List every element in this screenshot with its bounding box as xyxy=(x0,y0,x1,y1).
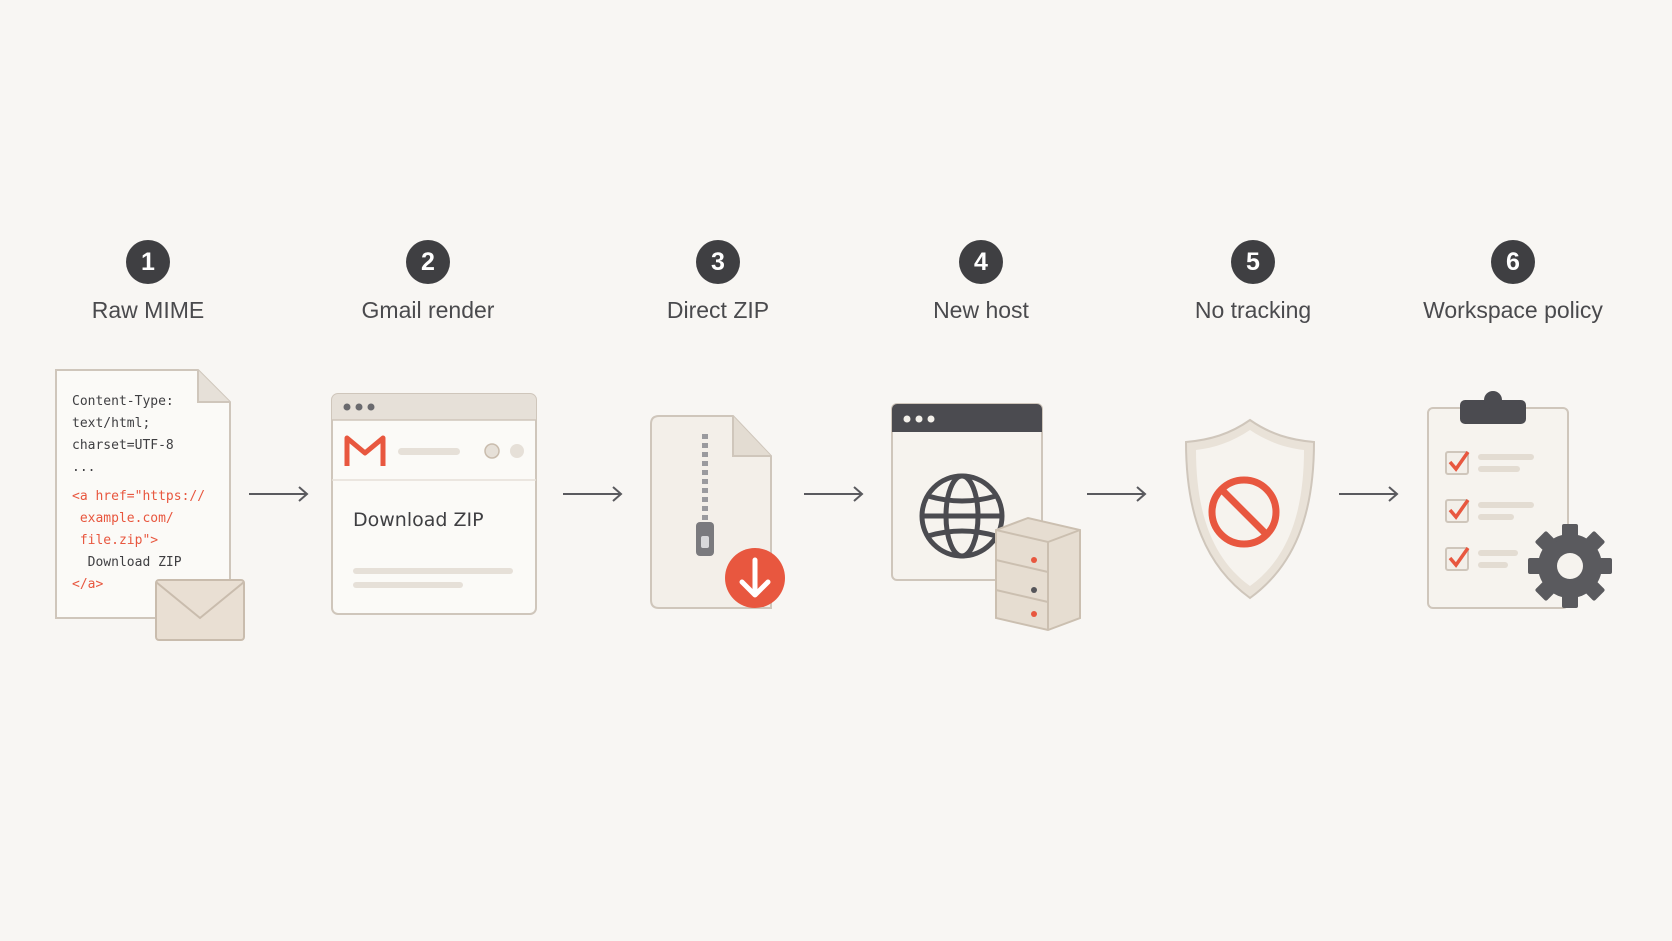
document-icon xyxy=(55,369,231,619)
step-label: Direct ZIP xyxy=(666,297,770,323)
step-number-badge: 2 xyxy=(406,240,450,284)
flow-arrow xyxy=(801,483,867,505)
download-icon xyxy=(725,548,785,608)
prohibited-icon xyxy=(1208,476,1280,548)
step-label: New host xyxy=(933,297,1029,323)
step-number-badge: 1 xyxy=(126,240,170,284)
flow-arrow xyxy=(1084,483,1150,505)
step-6: 6 Workspace policy xyxy=(1383,240,1643,324)
shield-icon xyxy=(1184,418,1316,600)
mime-line: charset=UTF-8 xyxy=(72,438,174,453)
step-number-badge: 6 xyxy=(1491,240,1535,284)
mime-line: text/html; xyxy=(72,416,150,431)
mime-code-line: file.zip"> xyxy=(72,533,158,548)
flow-arrow xyxy=(1336,483,1402,505)
browser-window-icon xyxy=(331,393,537,615)
address-bar-placeholder xyxy=(398,448,460,455)
mime-code-line: </a> xyxy=(72,577,103,592)
step-number-badge: 3 xyxy=(696,240,740,284)
step-1: 1 Raw MIME xyxy=(18,240,278,324)
new-host-illustration xyxy=(891,403,1081,632)
checkbox-icon xyxy=(1445,498,1470,523)
step-label: Gmail render xyxy=(361,297,495,323)
checkbox-icon xyxy=(1445,546,1470,571)
mime-code-line: example.com/ xyxy=(72,511,174,526)
direct-zip-illustration xyxy=(650,415,785,609)
no-tracking-illustration xyxy=(1184,418,1316,600)
flow-arrow xyxy=(560,483,626,505)
step-number-badge: 4 xyxy=(959,240,1003,284)
download-zip-link[interactable]: Download ZIP xyxy=(353,509,484,531)
step-3: 3 Direct ZIP xyxy=(588,240,848,324)
mime-code-line: <a href="https:// xyxy=(72,489,205,504)
placeholder-line xyxy=(353,582,463,588)
step-5: 5 No tracking xyxy=(1123,240,1383,324)
globe-icon xyxy=(919,473,1005,559)
step-number-badge: 5 xyxy=(1231,240,1275,284)
step-4: 4 New host xyxy=(851,240,1111,324)
toolbar-dot-icon xyxy=(510,444,524,458)
mime-line: Content-Type: xyxy=(72,394,174,409)
step-label: Workspace policy xyxy=(1423,297,1603,323)
gmail-render-illustration: Download ZIP xyxy=(331,393,537,615)
workspace-policy-illustration xyxy=(1427,391,1612,609)
toolbar-dot-icon xyxy=(484,443,500,459)
flow-arrow xyxy=(246,483,312,505)
mime-line: ... xyxy=(72,460,95,475)
placeholder-line xyxy=(353,568,513,574)
gmail-logo-icon xyxy=(344,435,386,466)
envelope-icon xyxy=(155,579,245,641)
step-label: Raw MIME xyxy=(91,297,205,323)
step-2: 2 Gmail render xyxy=(298,240,558,324)
raw-mime-illustration: Content-Type: text/html; charset=UTF-8 .… xyxy=(55,369,245,641)
checkbox-icon xyxy=(1445,450,1470,475)
server-icon xyxy=(995,516,1081,632)
step-label: No tracking xyxy=(1194,297,1312,323)
mime-code-line: Download ZIP xyxy=(72,555,182,570)
gear-icon xyxy=(1528,524,1612,608)
